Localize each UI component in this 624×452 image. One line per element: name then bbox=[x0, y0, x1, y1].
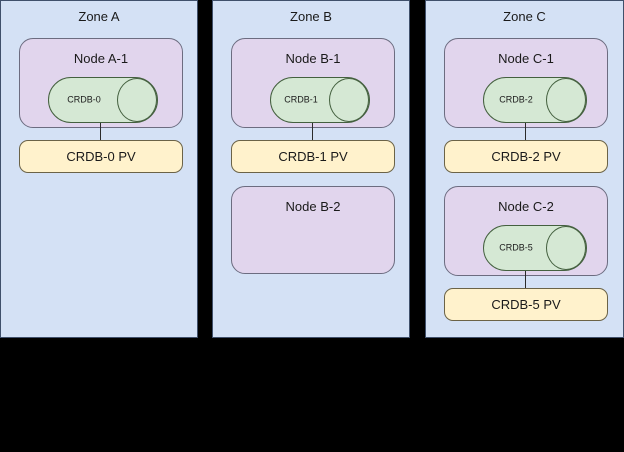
database-label: CRDB-1 bbox=[284, 94, 318, 105]
zone-c-title: Zone C bbox=[503, 9, 546, 24]
pv-label: CRDB-2 PV bbox=[491, 148, 561, 164]
connector-node-b-1-to-pv bbox=[312, 123, 313, 141]
database-cylinder-crdb-0: CRDB-0 bbox=[48, 77, 158, 123]
pv-box-crdb-1: CRDB-1 PV bbox=[231, 140, 395, 173]
pv-box-crdb-2: CRDB-2 PV bbox=[444, 140, 608, 173]
database-cylinder-crdb-2: CRDB-2 bbox=[483, 77, 587, 123]
pv-label: CRDB-0 PV bbox=[66, 148, 136, 164]
node-a-1-title: Node A-1 bbox=[73, 51, 129, 66]
cylinder-cap bbox=[117, 78, 157, 122]
cylinder-cap bbox=[329, 78, 369, 122]
database-label: CRDB-2 bbox=[499, 94, 533, 105]
database-label: CRDB-5 bbox=[499, 242, 533, 253]
pv-box-crdb-5: CRDB-5 PV bbox=[444, 288, 608, 321]
node-b-1-title: Node B-1 bbox=[285, 51, 341, 66]
database-cylinder-crdb-1: CRDB-1 bbox=[270, 77, 370, 123]
pv-box-crdb-0: CRDB-0 PV bbox=[19, 140, 183, 173]
node-b-2-box: Node B-2 bbox=[231, 186, 395, 274]
zone-b-panel: Zone B Node B-1 CRDB-1 CRDB-1 PV Node B-… bbox=[212, 0, 410, 338]
cylinder-cap bbox=[546, 78, 586, 122]
pv-label: CRDB-1 PV bbox=[278, 148, 348, 164]
node-b-1-box: Node B-1 CRDB-1 bbox=[231, 38, 395, 128]
zone-a-panel: Zone A Node A-1 CRDB-0 CRDB-0 PV bbox=[0, 0, 198, 338]
connector-node-c-2-to-pv bbox=[525, 271, 526, 289]
pv-label: CRDB-5 PV bbox=[491, 296, 561, 312]
database-label: CRDB-0 bbox=[67, 94, 101, 105]
node-c-1-title: Node C-1 bbox=[498, 51, 554, 66]
zone-c-panel: Zone C Node C-1 CRDB-2 CRDB-2 PV Node C-… bbox=[425, 0, 624, 338]
connector-node-c-1-to-pv bbox=[525, 123, 526, 141]
node-c-2-title: Node C-2 bbox=[498, 199, 554, 214]
zone-a-title: Zone A bbox=[78, 9, 120, 24]
connector-node-a-1-to-pv bbox=[100, 123, 101, 141]
node-c-2-box: Node C-2 CRDB-5 bbox=[444, 186, 608, 276]
node-c-1-box: Node C-1 CRDB-2 bbox=[444, 38, 608, 128]
zone-b-title: Zone B bbox=[290, 9, 332, 24]
node-b-2-title: Node B-2 bbox=[285, 199, 341, 214]
node-a-1-box: Node A-1 CRDB-0 bbox=[19, 38, 183, 128]
cylinder-cap bbox=[546, 226, 586, 270]
database-cylinder-crdb-5: CRDB-5 bbox=[483, 225, 587, 271]
